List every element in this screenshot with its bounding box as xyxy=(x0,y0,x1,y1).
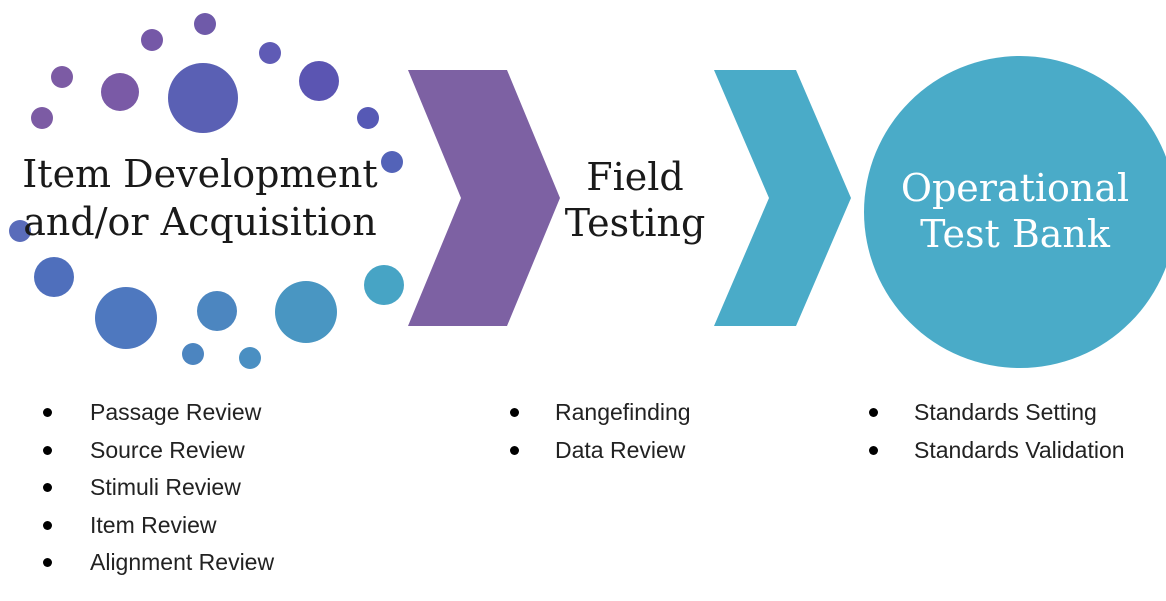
list-item: Item Review xyxy=(43,507,274,545)
list-item-label: Stimuli Review xyxy=(90,474,241,500)
review-list-operational: Standards Setting Standards Validation xyxy=(869,394,1125,470)
chevron-arrow-1 xyxy=(408,70,560,326)
decorative-dot xyxy=(34,257,74,297)
decorative-dot xyxy=(31,107,53,129)
review-list-field-testing: Rangefinding Data Review xyxy=(510,394,691,470)
decorative-dot xyxy=(194,13,216,35)
decorative-dot xyxy=(364,265,404,305)
decorative-dot xyxy=(141,29,163,51)
bullet-icon xyxy=(510,408,519,417)
list-item-label: Item Review xyxy=(90,511,217,538)
bullet-icon xyxy=(43,408,52,417)
chevron-arrow-2 xyxy=(714,70,851,326)
list-item: Passage Review xyxy=(43,394,274,432)
stage-title-line: Testing xyxy=(564,201,706,245)
decorative-dot xyxy=(182,343,204,365)
decorative-dot xyxy=(101,73,139,111)
list-item-label: Standards Validation xyxy=(914,436,1125,463)
list-item: Stimuli Review xyxy=(43,469,274,507)
decorative-dot xyxy=(197,291,237,331)
stage-title-line: Operational xyxy=(900,166,1130,210)
list-item-label: Alignment Review xyxy=(90,549,275,575)
decorative-dot xyxy=(275,281,337,343)
bullet-icon xyxy=(869,445,878,455)
list-item: Source Review xyxy=(43,432,274,470)
decorative-dot xyxy=(95,287,157,349)
list-item: Standards Validation xyxy=(869,432,1125,470)
list-item: Standards Setting xyxy=(869,394,1125,432)
decorative-dot xyxy=(259,42,281,64)
stage-title-line: and/or Acquisition xyxy=(23,200,377,244)
list-item-label: Source Review xyxy=(90,436,245,463)
stage-title-field-testing: Field Testing xyxy=(540,154,730,246)
bullet-icon xyxy=(510,445,519,455)
review-list-item-development: Passage Review Source Review Stimuli Rev… xyxy=(43,394,275,582)
list-item-label: Data Review xyxy=(555,436,686,463)
bullet-icon xyxy=(869,408,878,417)
list-item-label: Passage Review xyxy=(90,399,262,425)
stage-title-line: Item Development xyxy=(22,152,378,196)
decorative-dot xyxy=(357,107,379,129)
list-item: Rangefinding xyxy=(510,394,691,432)
bullet-icon xyxy=(43,520,52,530)
bullet-icon xyxy=(43,558,52,567)
decorative-dot xyxy=(299,61,339,101)
decorative-dot xyxy=(9,220,31,242)
list-item-label: Rangefinding xyxy=(555,399,691,425)
operational-circle xyxy=(864,56,1166,368)
decorative-dot xyxy=(51,66,73,88)
decorative-dot xyxy=(381,151,403,173)
list-item: Data Review xyxy=(510,432,691,470)
stage-title-item-development: Item Development and/or Acquisition xyxy=(0,150,400,246)
stage-title-operational-test-bank: Operational Test Bank xyxy=(880,165,1150,257)
bullet-icon xyxy=(43,445,52,455)
stage-title-line: Field xyxy=(586,155,684,199)
list-item-label: Standards Setting xyxy=(914,399,1097,425)
decorative-dot xyxy=(239,347,261,369)
stage-title-line: Test Bank xyxy=(920,212,1110,256)
bullet-icon xyxy=(43,483,52,492)
decorative-dot xyxy=(168,63,238,133)
dot-ring xyxy=(9,13,404,369)
list-item: Alignment Review xyxy=(43,544,275,582)
